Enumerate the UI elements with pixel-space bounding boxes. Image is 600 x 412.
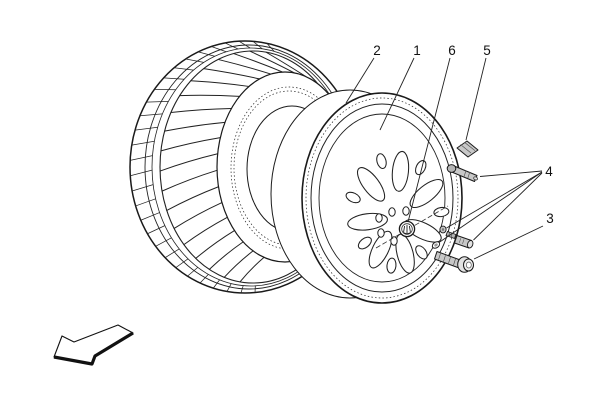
leader-4-cap (473, 172, 543, 241)
hub-centre-cap (398, 220, 416, 238)
callout-3[interactable]: 3 (546, 211, 554, 226)
direction-arrow-icon (53, 324, 134, 366)
leader-3 (473, 225, 544, 260)
leader-4-hole (438, 171, 543, 243)
leader-lines (345, 57, 544, 260)
leader-4-washer (446, 171, 543, 229)
leader-5 (465, 57, 487, 141)
wheel-rim-illustration (270, 89, 463, 304)
callout-4[interactable]: 4 (545, 164, 553, 179)
valve-hole (431, 241, 441, 249)
balance-weight-part (456, 140, 479, 158)
leader-4-valve (479, 170, 543, 177)
leader-6 (407, 57, 451, 223)
leader-2 (345, 57, 375, 104)
wheel-bolt-part (434, 251, 474, 273)
valve-cap-part (454, 235, 474, 249)
callout-6[interactable]: 6 (448, 43, 456, 58)
callout-1[interactable]: 1 (413, 43, 421, 58)
valve-washer-part (439, 225, 447, 234)
lug-holes (375, 206, 410, 246)
leader-1 (379, 57, 415, 131)
callout-5[interactable]: 5 (483, 43, 491, 58)
trident-logo-icon (402, 225, 412, 235)
valve-stem-part (446, 164, 478, 182)
callout-2[interactable]: 2 (373, 43, 381, 58)
